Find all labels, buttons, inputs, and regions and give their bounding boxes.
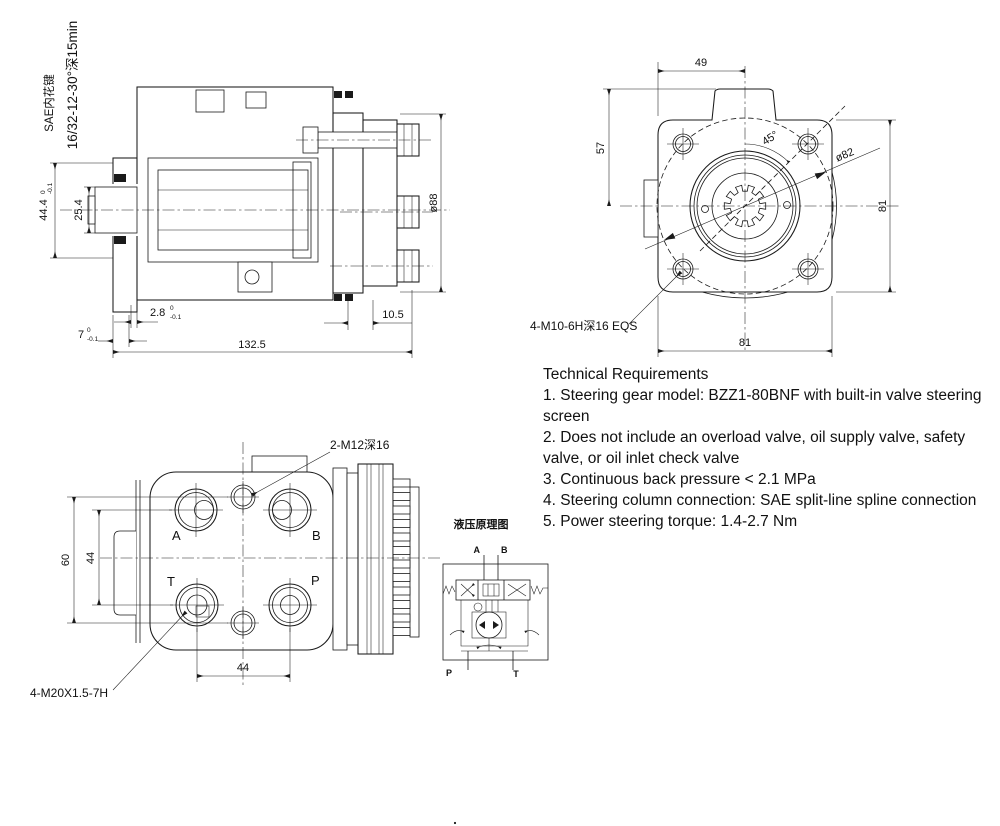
spline-note-line2: 16/32-12-30°深15min: [65, 21, 80, 149]
thread-note-m20: 4-M20X1.5-7H: [30, 610, 188, 700]
dim-tol: -0.1: [47, 182, 54, 194]
m12-hole-bottom: [227, 607, 259, 639]
dim-tol: -0.1: [87, 336, 99, 343]
section-view: 44.4 0 -0.1 25.4 7 0 -0.1: [38, 86, 450, 358]
spline-note-line1: SAE内花键: [42, 74, 56, 132]
spring-left: [442, 585, 456, 595]
hydraulic-schematic: 液压原理图 A B: [442, 517, 549, 679]
tech-requirement-item: 1. Steering gear model: BZZ1-80BNF with …: [543, 387, 982, 425]
dim-text: 7: [78, 329, 84, 341]
rotation-arrow-center: [476, 644, 502, 650]
port-b: [263, 483, 317, 537]
seal: [334, 294, 342, 301]
flange-side-tab: [643, 179, 659, 238]
port-label-b: B: [312, 528, 321, 543]
metering-unit: [471, 611, 507, 651]
port-a: [169, 483, 223, 537]
dim-44-horizontal: 44: [196, 628, 291, 682]
dim-44-vertical: 44: [85, 509, 173, 606]
thread-note-text: 4-M20X1.5-7H: [30, 686, 108, 700]
pin-hole: [701, 205, 709, 213]
dim-length-132-5: 132.5: [112, 290, 413, 358]
tech-requirement-item: 5. Power steering torque: 1.4-2.7 Nm: [543, 513, 798, 530]
dim-57: 57: [595, 88, 716, 206]
dim-body-dia-88: ø88: [400, 113, 446, 293]
flange-view: ø82 45° 49 57 81: [530, 57, 900, 357]
dim-tol: 0: [170, 305, 174, 312]
dim-tol: 0: [40, 190, 47, 194]
dim-text: 44: [237, 662, 249, 674]
dim-tol: -0.1: [170, 314, 182, 321]
directional-valve: [442, 579, 548, 601]
tech-requirement-item: 3. Continuous back pressure < 2.1 MPa: [543, 471, 816, 488]
dim-60: 60: [60, 496, 228, 624]
thread-note-m10: 4-M10-6H深16 EQS: [530, 270, 683, 333]
rotation-arrow-left: [449, 630, 465, 636]
dim-text: 132.5: [238, 339, 266, 351]
seal: [345, 91, 353, 98]
top-tab: [251, 455, 308, 474]
dim-step-2-8: 2.8 0 -0.1: [114, 303, 182, 328]
port-p: [263, 578, 317, 632]
tech-requirements-title: Technical Requirements: [543, 366, 709, 383]
spline-hole: [723, 184, 767, 228]
dim-text: ø88: [428, 194, 440, 213]
thread-note-text: 4-M10-6H深16 EQS: [530, 319, 637, 333]
dim-text: 49: [695, 57, 707, 69]
spline-note: SAE内花键 16/32-12-30°深15min: [42, 21, 80, 149]
tech-requirement-item: 2. Does not include an overload valve, o…: [543, 429, 966, 467]
dim-text: 44: [85, 552, 97, 564]
dim-bolt-circle: ø82: [834, 146, 856, 164]
dim-cover-10-5: 10.5: [324, 300, 412, 330]
dim-81-right: 81: [836, 119, 896, 293]
thread-note-text: 2-M12深16: [330, 438, 390, 452]
technical-requirements: Technical Requirements 1. Steering gear …: [543, 364, 998, 532]
schematic-port-p: P: [446, 668, 452, 678]
seal: [114, 236, 126, 244]
schematic-port-b: B: [501, 545, 508, 555]
dim-text: 81: [877, 200, 889, 212]
dim-text: 81: [739, 337, 751, 349]
port-t: [170, 578, 224, 632]
gerotor-stack-side: [332, 463, 420, 655]
seal: [345, 294, 353, 301]
seal: [334, 91, 342, 98]
dim-text: 60: [60, 554, 72, 566]
dim-text: 2.8: [150, 307, 165, 319]
schematic-boundary: [442, 563, 549, 661]
seal: [114, 174, 126, 182]
port-label-p: P: [311, 573, 320, 588]
port-label-a: A: [172, 528, 181, 543]
port-face-body: [149, 471, 334, 651]
dim-spline-25-4: 25.4: [73, 186, 95, 234]
schematic-port-t: T: [513, 669, 519, 679]
dim-pilot-44-4: 44.4 0 -0.1: [38, 162, 113, 259]
port-label-t: T: [167, 574, 175, 589]
dim-text: 57: [595, 142, 607, 154]
dim-text: 25.4: [73, 199, 85, 220]
spring-right: [530, 585, 548, 595]
stray-dot: [453, 821, 457, 825]
check-valve-cavity: [237, 261, 273, 293]
rotation-arrow-right: [524, 630, 540, 636]
m12-hole-top: [227, 481, 259, 513]
dim-81-bottom: 81: [657, 296, 833, 357]
tech-requirement-item: 4. Steering column connection: SAE split…: [543, 492, 977, 509]
side-tab: [113, 530, 136, 616]
schematic-title: 液压原理图: [454, 517, 509, 531]
dim-tol: 0: [87, 327, 91, 334]
dim-plate-7: 7 0 -0.1: [78, 315, 147, 347]
dim-text: 10.5: [382, 309, 403, 321]
mounting-holes: [667, 128, 824, 285]
schematic-port-a: A: [474, 545, 481, 555]
dim-text: 44.4: [38, 199, 50, 220]
check-valve-symbol: [473, 602, 483, 612]
thread-note-m12: 2-M12深16: [251, 438, 390, 497]
port-view: A B T P 60 44 44: [30, 438, 440, 700]
pin-hole: [783, 201, 791, 209]
